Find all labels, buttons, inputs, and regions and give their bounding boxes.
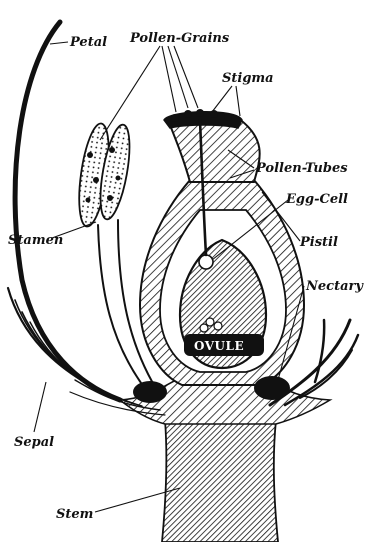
egg-cell-shape — [199, 255, 213, 269]
label-pistil: Pistil — [299, 235, 338, 250]
label-ovule: OVULE — [194, 339, 244, 353]
label-pollen-grains: Pollen-Grains — [129, 31, 230, 46]
nectary-right — [254, 376, 290, 400]
label-stigma: Stigma — [222, 71, 274, 86]
stem-shape — [162, 420, 278, 542]
label-egg-cell: Egg-Cell — [285, 192, 348, 207]
label-stamen: Stamen — [8, 233, 63, 248]
nectary-left — [133, 381, 167, 403]
label-stem: Stem — [56, 507, 93, 522]
label-pollen-tubes: Pollen-Tubes — [255, 161, 348, 176]
label-sepal: Sepal — [14, 435, 54, 450]
label-petal: Petal — [69, 35, 107, 50]
label-nectary: Nectary — [305, 279, 364, 294]
